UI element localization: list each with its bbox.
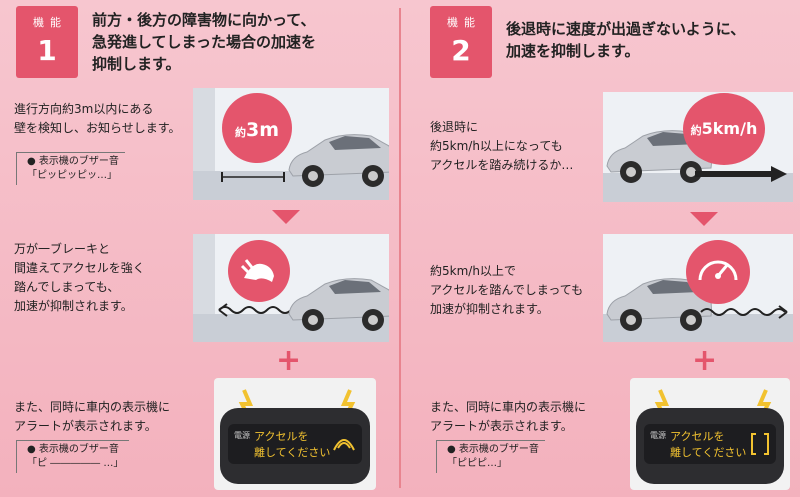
badge-label: 機能: [447, 16, 481, 29]
plus-icon: +: [692, 343, 718, 378]
bubble-prefix: 約: [690, 124, 702, 137]
arrow-down-icon: [690, 212, 718, 226]
bubble-prefix: 約: [234, 126, 246, 139]
step2-text: 万が一ブレーキと 間違えてアクセルを強く 踏んでしまっても、 加速が抑制されます…: [14, 242, 145, 313]
power-label: 電源: [650, 431, 666, 440]
feature-heading: 後退時に速度が出過ぎないように、 加速を抑制します。: [506, 20, 746, 60]
feature-badge-2: 機能 2: [430, 6, 492, 78]
panel-divider: [399, 8, 401, 488]
bubble-value: 5km/h: [701, 119, 758, 138]
badge-number: 1: [37, 34, 57, 67]
car-icon: [606, 278, 712, 331]
step2-text: 約5km/h以上で アクセルを踏んでしまっても 加速が抑制されます。: [430, 264, 584, 316]
arrow-down-icon: [272, 210, 300, 224]
badge-number: 2: [451, 34, 471, 67]
foot-pedal-bubble: [228, 240, 290, 302]
step3-buzzer-note: ● 表示機のブザー音 「ピピピ…」: [436, 440, 545, 473]
display-device-panel: 電源 アクセルを 離してください: [630, 378, 790, 490]
scene-accel-suppress: [193, 234, 389, 342]
scene-wall-detect: [193, 88, 389, 200]
display-message-2: 離してください: [254, 446, 331, 459]
step3-buzzer-note: ● 表示機のブザー音 「ピ ――――― …」: [16, 440, 130, 473]
bubble-value: 3m: [245, 119, 280, 141]
sensor-wave-icon: [333, 439, 355, 451]
speed-bubble: 約5km/h: [683, 93, 765, 165]
floor: [193, 313, 389, 342]
step3-text: また、同時に車内の表示機に アラートが表示されます。: [14, 400, 171, 433]
display-screen: 電源 アクセルを 離してください: [228, 424, 362, 464]
step1-text: 後退時に 約5km/h以上になっても アクセルを踏み続けるか…: [430, 120, 574, 172]
foot-pedal-icon: [240, 259, 274, 282]
distance-indicator-icon: [221, 172, 285, 182]
feature-heading: 前方・後方の障害物に向かって、 急発進してしまった場合の加速を 抑制します。: [92, 11, 316, 73]
display-screen: 電源 アクセルを 離してください: [644, 424, 776, 464]
feature-panel-1: 機能 1 前方・後方の障害物に向かって、 急発進してしまった場合の加速を 抑制し…: [14, 6, 389, 490]
speedometer-icon: [698, 260, 738, 281]
feature-panel-2: 機能 2 後退時に速度が出過ぎないように、 加速を抑制します。 後退時に 約5k…: [400, 0, 800, 497]
display-message-1: アクセルを: [670, 430, 725, 443]
step1-text: 進行方向約3m以内にある 壁を検知し、お知らせします。: [14, 102, 181, 135]
display-message-2: 離してください: [670, 446, 747, 459]
speedometer-bubble: [686, 240, 750, 304]
power-label: 電源: [234, 431, 250, 440]
badge-label: 機能: [33, 16, 67, 29]
step3-text: また、同時に車内の表示機に アラートが表示されます。: [430, 400, 587, 433]
plus-icon: +: [276, 343, 302, 378]
display-device-panel: 電源 アクセルを 離してください: [214, 378, 376, 490]
display-message-1: アクセルを: [254, 430, 309, 443]
car-icon: [288, 134, 389, 187]
car-icon: [288, 278, 389, 331]
distance-bubble: 約3m: [222, 93, 292, 163]
feature-badge-1: 機能 1: [16, 6, 78, 78]
arrow-right-icon: [695, 166, 787, 182]
wavy-arrow-right-icon: [700, 305, 788, 319]
step1-buzzer-note: ● 表示機のブザー音 「ピッピッピッ…」: [16, 152, 125, 185]
floor: [193, 170, 389, 200]
bracket-indicator-icon: [751, 433, 769, 455]
